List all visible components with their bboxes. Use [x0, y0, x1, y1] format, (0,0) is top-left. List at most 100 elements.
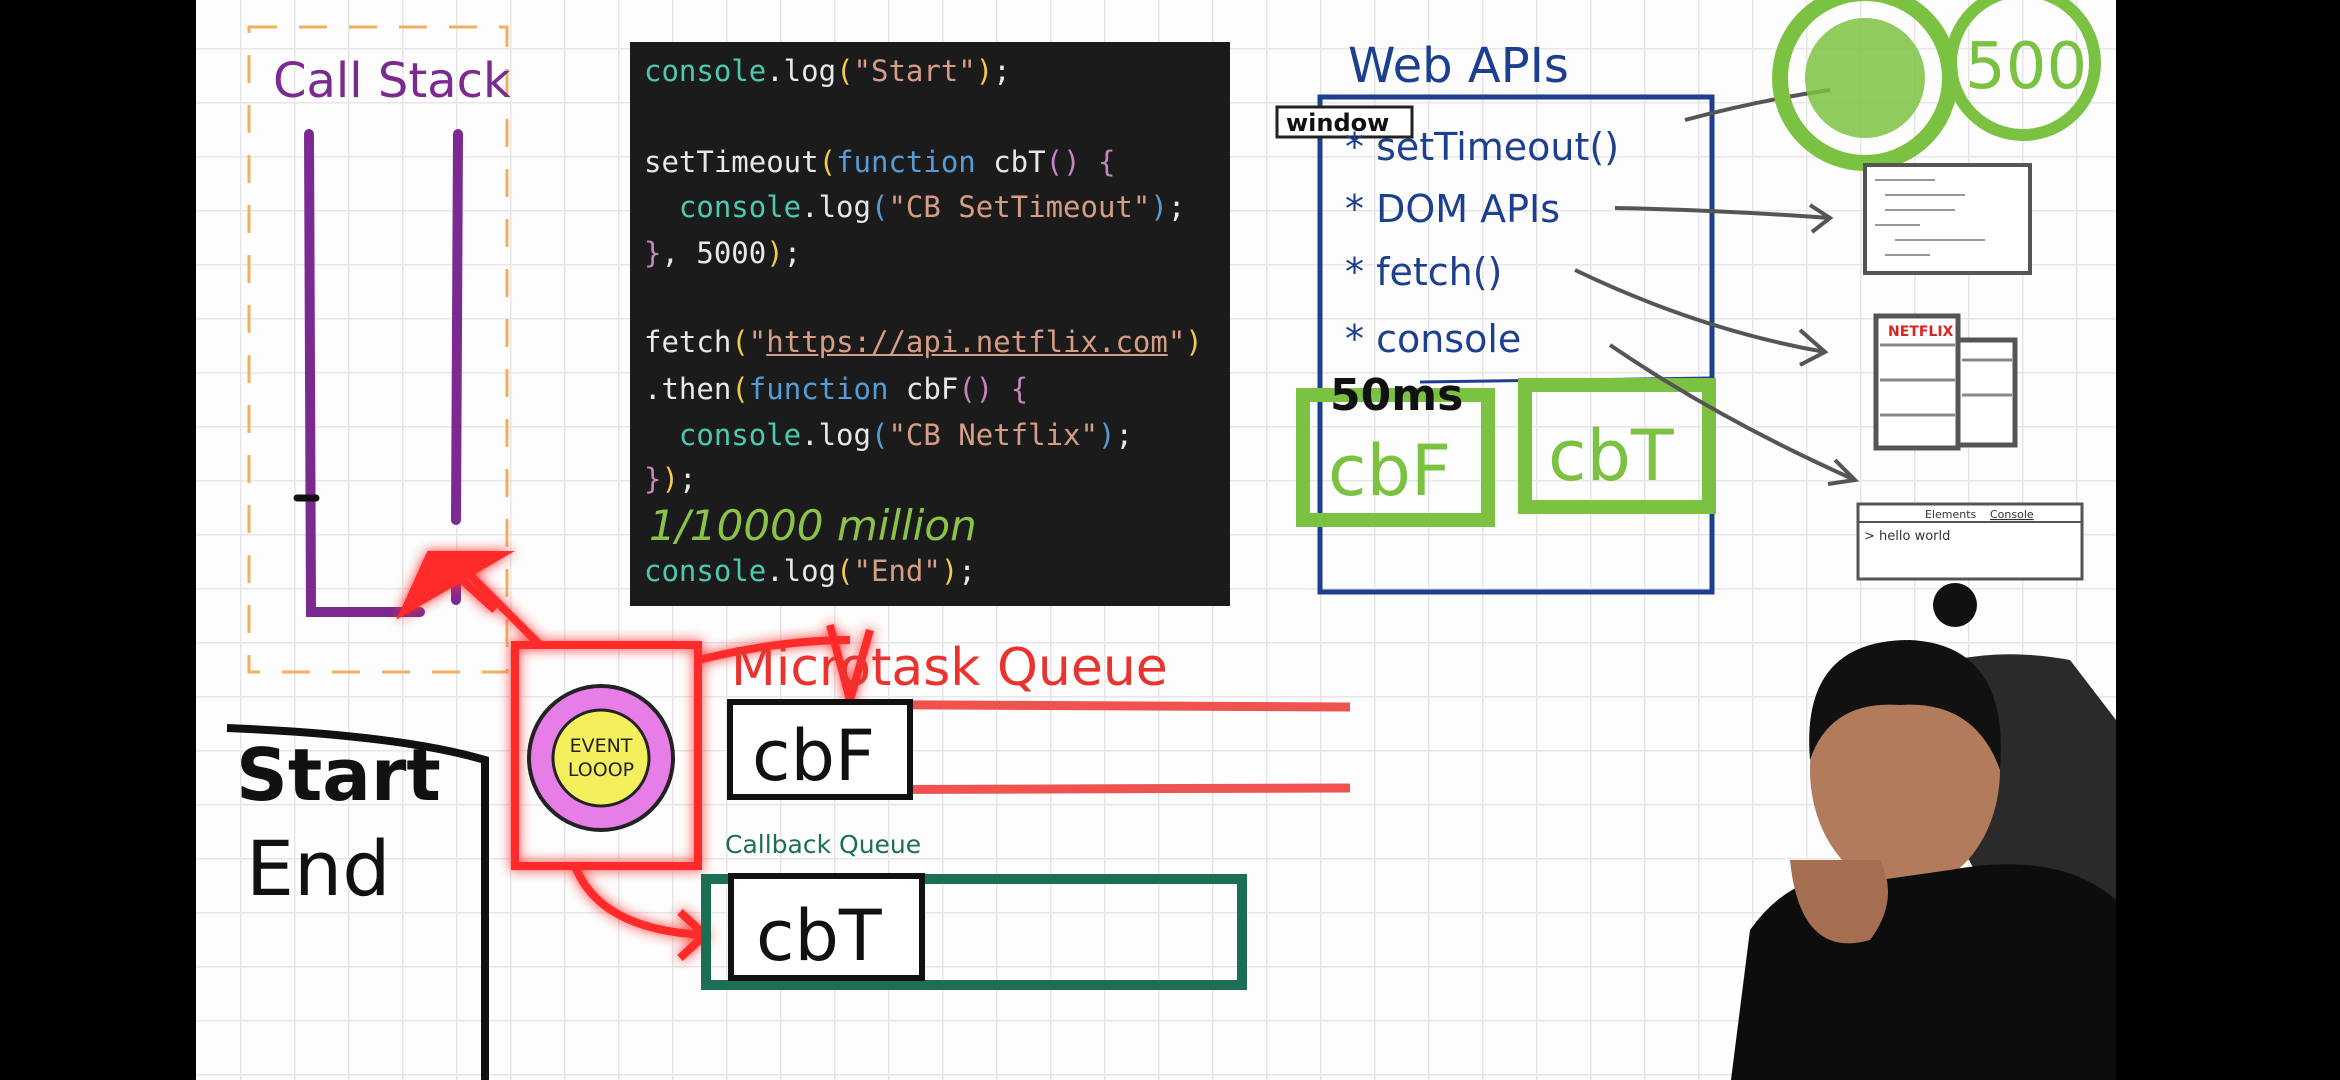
code-token: )	[940, 554, 959, 588]
devtools-console-sketch: Elements Console > hello world	[1856, 502, 2084, 581]
code-token: .log	[766, 554, 837, 588]
event-loop: EVENT LOOOP	[396, 551, 874, 961]
code-token: "	[748, 325, 767, 359]
code-token: (	[731, 325, 749, 359]
code-editor-snippet: console.log("Start");setTimeout(function…	[630, 42, 1230, 606]
code-line: });	[644, 462, 696, 496]
code-token: )	[1185, 325, 1203, 359]
code-line: console.log("CB SetTimeout");	[644, 190, 1185, 224]
window-box	[1317, 94, 1715, 595]
timer-icon: 500	[1772, 0, 2101, 171]
code-token: (	[836, 554, 854, 588]
code-token: "End"	[853, 554, 941, 588]
console-output-start: Start	[236, 733, 441, 817]
web-apis-title: Web APIs	[1348, 38, 1569, 94]
callback-queue: Callback Queue cbT	[701, 830, 1247, 990]
code-token: ;	[1115, 418, 1133, 452]
code-token: ;	[783, 236, 802, 270]
right-letterbox	[2116, 0, 2340, 1080]
code-token: cbT	[975, 145, 1046, 179]
code-token: (	[870, 190, 889, 224]
code-token: )	[766, 236, 784, 270]
code-token: .then	[644, 372, 732, 406]
call-stack-container	[304, 129, 463, 617]
web-api-item-console: * console	[1345, 317, 1521, 361]
code-token: , 5000	[661, 236, 767, 270]
pending-cbf-box	[1296, 388, 1495, 527]
code-token: )	[1097, 418, 1116, 452]
code-token: (	[870, 418, 889, 452]
code-line: setTimeout(function cbT() {	[644, 145, 1115, 179]
netflix-logo: NETFLIX	[1888, 324, 1954, 340]
code-token: console	[644, 554, 767, 588]
callback-item: cbT	[756, 895, 882, 977]
code-line: .then(function cbF() {	[644, 372, 1028, 406]
code-token: "CB SetTimeout"	[888, 190, 1151, 224]
dom-document-sketch	[1863, 163, 2032, 275]
code-line: fetch("https://api.netflix.com")	[644, 325, 1203, 359]
web-apis-panel: Web APIs window * setTimeout() * DOM API…	[1275, 38, 1716, 595]
netflix-app-sketch: NETFLIX	[1873, 313, 2018, 451]
code-token: ;	[1167, 190, 1186, 224]
devtools-output: > hello world	[1864, 529, 1950, 544]
code-token: .log	[801, 190, 871, 224]
timer-value: 500	[1965, 30, 2087, 104]
console-output-end: End	[246, 824, 390, 913]
code-line: console.log("CB Netflix");	[644, 418, 1133, 452]
call-stack-title: Call Stack	[273, 53, 511, 109]
microtask-item: cbF	[752, 715, 875, 797]
code-token: setTimeout	[644, 145, 819, 179]
code-token: "CB Netflix"	[888, 418, 1098, 452]
devtools-tab-console: Console	[1990, 508, 2034, 521]
code-token: (	[731, 372, 749, 406]
web-api-item-settimeout: * setTimeout()	[1345, 125, 1619, 169]
code-token: function	[748, 372, 889, 406]
code-token: {	[993, 372, 1029, 406]
code-token: ;	[993, 54, 1011, 88]
code-token: console	[644, 54, 767, 88]
event-loop-label-2: LOOOP	[568, 759, 634, 781]
code-token: "Start"	[853, 54, 976, 88]
code-token: )	[661, 462, 679, 496]
code-token: console	[644, 418, 802, 452]
pending-cbt-box	[1518, 378, 1716, 514]
code-line: console.log("Start");	[644, 54, 1011, 88]
devtools-tab-elements: Elements	[1925, 508, 1977, 521]
presenter-webcam	[1731, 583, 2116, 1080]
event-loop-core	[551, 708, 651, 808]
event-loop-label-1: EVENT	[570, 735, 633, 757]
code-token: https://api.netflix.com	[766, 325, 1168, 359]
code-line: console.log("End");	[644, 554, 976, 588]
code-token: )	[1150, 190, 1168, 224]
microtask-item-box	[727, 699, 913, 800]
callback-item-box	[728, 873, 925, 981]
code-token: )	[975, 54, 994, 88]
code-token: .log	[766, 54, 837, 88]
code-token: console	[644, 190, 802, 224]
code-token: "	[1167, 325, 1186, 359]
code-token: (	[818, 145, 837, 179]
code-token: }	[644, 462, 662, 496]
microtask-queue-title: Microtask Queue	[731, 638, 1168, 698]
code-line: }, 5000);	[644, 236, 801, 270]
window-label-box	[1275, 105, 1414, 139]
code-token: fetch	[644, 325, 732, 359]
code-token: }	[644, 236, 662, 270]
code-token: cbF	[888, 372, 959, 406]
code-token: ;	[958, 554, 976, 588]
code-token: ()	[1045, 145, 1081, 179]
web-api-item-dom-apis: * DOM APIs	[1345, 187, 1560, 231]
window-label: window	[1286, 109, 1389, 137]
web-api-item-fetch: * fetch()	[1345, 250, 1502, 294]
callback-queue-title: Callback Queue	[725, 830, 921, 859]
pending-cbf-label: cbF	[1328, 430, 1451, 512]
code-token: .log	[801, 418, 871, 452]
left-letterbox	[0, 0, 196, 1080]
handwritten-annotation: 1/10000 million	[649, 501, 977, 550]
code-token: (	[836, 54, 854, 88]
web-api-arrows	[1574, 88, 1860, 486]
code-token: {	[1080, 145, 1116, 179]
code-token: ;	[678, 462, 697, 496]
timer-note: 50ms	[1330, 370, 1463, 421]
